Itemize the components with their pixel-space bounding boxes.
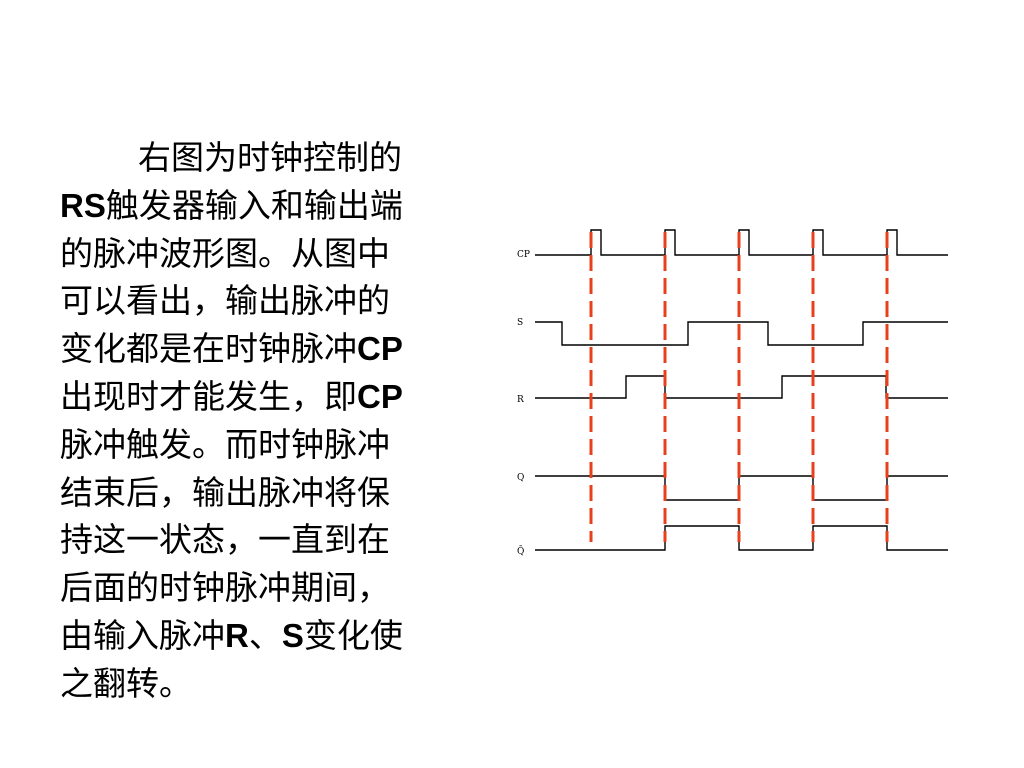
text-run: 持这一状态，一直到在: [60, 520, 390, 560]
text-line: 右图为时钟控制的: [60, 134, 480, 182]
text-run: 脉冲触发。而时钟脉冲: [60, 424, 390, 464]
signal-labels: CP S R Q Q̄: [517, 250, 530, 557]
bold-term: CP: [357, 330, 403, 368]
text-line: 结束后，输出脉冲将保: [60, 469, 480, 517]
text-line: 的脉冲波形图。从图中: [60, 230, 480, 278]
s-label: S: [517, 318, 523, 328]
text-line: 脉冲触发。而时钟脉冲: [60, 421, 480, 469]
text-line: 变化都是在时钟脉冲CP: [60, 325, 480, 373]
bold-term: RS: [60, 186, 106, 224]
s-waveform: [535, 321, 948, 346]
text-run: 触发器输入和输出端: [105, 185, 403, 225]
q-label: Q: [517, 473, 524, 483]
text-run: 出现时才能发生，即: [60, 376, 357, 416]
cp-label: CP: [517, 250, 530, 260]
bold-term: S: [281, 616, 304, 654]
r-label: R: [517, 395, 524, 405]
text-line: 后面的时钟脉冲期间，: [60, 564, 480, 612]
text-run: 变化使: [303, 615, 403, 655]
text-run: 可以看出，输出脉冲的: [60, 281, 390, 321]
text-run: 结束后，输出脉冲将保: [60, 472, 390, 512]
r-waveform: [535, 375, 948, 399]
text-line: 可以看出，输出脉冲的: [60, 277, 480, 325]
text-run: 后面的时钟脉冲期间，: [60, 568, 390, 608]
text-line: 由输入脉冲R、S变化使: [60, 612, 480, 660]
text-run: 之翻转。: [60, 663, 192, 703]
clock-markers: [589, 232, 889, 542]
text-line: RS触发器输入和输出端: [60, 182, 480, 230]
text-line: 之翻转。: [60, 660, 480, 708]
q-bar-label: Q̄: [517, 545, 524, 557]
text-run: 由输入脉冲: [60, 615, 225, 655]
text-run: 变化都是在时钟脉冲: [60, 329, 357, 369]
text-run: 、: [248, 615, 282, 655]
text-line: 出现时才能发生，即CP: [60, 373, 480, 421]
text-run: 的脉冲波形图。从图中: [60, 233, 390, 273]
timing-diagram: CP S R Q Q̄: [517, 229, 948, 557]
text-line: 持这一状态，一直到在: [60, 516, 480, 564]
bold-term: R: [225, 616, 249, 654]
text-run: 右图为时钟控制的: [138, 138, 402, 177]
bold-term: CP: [357, 377, 403, 415]
